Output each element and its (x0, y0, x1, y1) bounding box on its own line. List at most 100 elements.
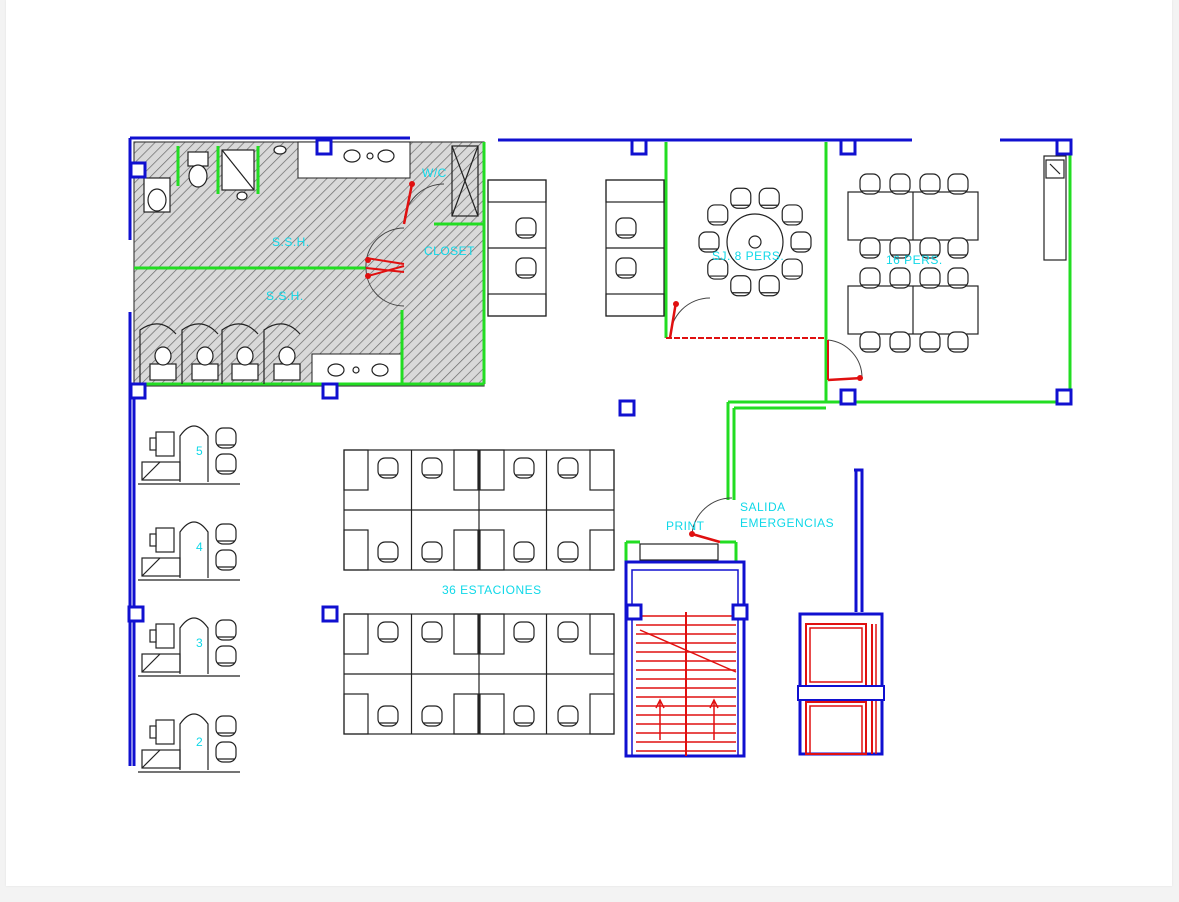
cubicle-return (453, 693, 479, 735)
label-exit-line1: SALIDA (740, 500, 786, 514)
chair (557, 621, 579, 643)
label-closet: CLOSET (424, 244, 475, 258)
office-furniture (138, 617, 240, 677)
column (1055, 388, 1073, 406)
label-sshh-bottom: S.S.H. (266, 289, 304, 303)
cubicle-return (479, 693, 505, 735)
workstation-pod (343, 449, 615, 571)
chair (557, 457, 579, 479)
column (129, 382, 147, 400)
elevator-shafts (797, 612, 885, 756)
chair (730, 187, 752, 209)
chair (919, 237, 941, 259)
chair (781, 258, 803, 280)
chair (889, 237, 911, 259)
column (630, 138, 648, 156)
office-credenza (141, 461, 181, 481)
toilet-stalls (139, 323, 301, 384)
column (731, 603, 749, 621)
chair (919, 173, 941, 195)
office-desk (179, 713, 209, 770)
toilet-bowl (196, 346, 214, 366)
room-labels: S.S.H. S.S.H. W/C CLOSET SJ. 8 PERS. 16 … (196, 166, 942, 749)
chair (947, 237, 969, 259)
chair (758, 187, 780, 209)
office-credenza (141, 557, 181, 577)
column (321, 382, 339, 400)
green-partitions (134, 142, 1072, 562)
chair (215, 523, 237, 545)
chair (513, 541, 535, 563)
chair (859, 237, 881, 259)
label-exit-line2: EMERGENCIAS (740, 516, 834, 530)
chair (215, 715, 237, 737)
cubicle-return (453, 449, 479, 491)
round-table-chairs (698, 187, 812, 297)
column (839, 138, 857, 156)
conference-chairs (859, 173, 969, 353)
desk-return (605, 179, 665, 203)
chair (513, 705, 535, 727)
stall-partition (221, 323, 259, 384)
chair (730, 275, 752, 297)
cubicle-return (589, 693, 615, 735)
chair (215, 453, 237, 475)
toilet-bowl (236, 346, 254, 366)
round-table (726, 213, 784, 271)
workstation-pod (343, 613, 615, 735)
toilet-bowl (154, 346, 172, 366)
column (321, 605, 339, 623)
chair (947, 173, 969, 195)
office-armchair (155, 431, 175, 457)
stall-partition (263, 323, 301, 384)
office-armchair (155, 719, 175, 745)
workstation-pod (605, 179, 665, 317)
door-hinges (365, 181, 863, 537)
office-desk (179, 425, 209, 482)
chair (515, 257, 537, 279)
column (618, 399, 636, 417)
chair (889, 331, 911, 353)
chair (215, 619, 237, 641)
label-office-4: 4 (196, 540, 203, 554)
office-credenza (141, 749, 181, 769)
chair (513, 621, 535, 643)
doors (365, 183, 863, 544)
chair (919, 331, 941, 353)
kitchenette (1043, 155, 1067, 261)
cubicle-return (479, 529, 505, 571)
column (127, 605, 145, 623)
chair (421, 621, 443, 643)
chair (377, 457, 399, 479)
chair (215, 549, 237, 571)
desk-return (605, 293, 665, 317)
label-print: PRINT (666, 519, 705, 533)
chair (790, 231, 812, 253)
chair (859, 173, 881, 195)
cubicle-return (589, 449, 615, 491)
office-armchair-arm (149, 533, 157, 547)
office-armchair-arm (149, 437, 157, 451)
cubicle-return (453, 529, 479, 571)
cubicle-return (479, 613, 505, 655)
stairwell (624, 560, 746, 758)
label-meeting-round: SJ. 8 PERS. (712, 249, 784, 263)
chair (707, 204, 729, 226)
chair (377, 705, 399, 727)
office-credenza-mark (141, 749, 161, 769)
workstations (343, 179, 665, 735)
toilet-tank (191, 363, 219, 381)
chair (859, 267, 881, 289)
chair (557, 705, 579, 727)
label-sshh-top: S.S.H. (272, 235, 310, 249)
chair (513, 457, 535, 479)
workstation-pod (487, 179, 547, 317)
chair (215, 427, 237, 449)
label-wc: W/C (422, 166, 447, 180)
office-armchair-arm (149, 725, 157, 739)
chair (377, 541, 399, 563)
chair (947, 267, 969, 289)
cubicle-return (343, 449, 369, 491)
chair (421, 541, 443, 563)
